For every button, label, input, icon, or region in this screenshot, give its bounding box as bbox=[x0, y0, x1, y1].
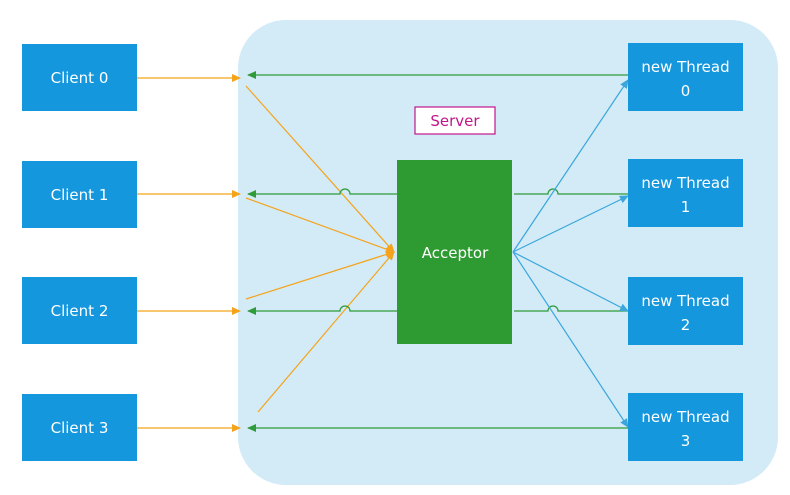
response-line-thread-2-right bbox=[514, 305, 628, 312]
acceptor-inbound-lines bbox=[245, 85, 395, 413]
inbound-line-client-0 bbox=[245, 85, 395, 253]
dispatch-arrow-thread-2 bbox=[512, 251, 629, 312]
client-node-1: Client 1 bbox=[22, 161, 137, 228]
thread-label-3-line1: new Thread bbox=[641, 408, 729, 426]
thread-node-3: new Thread 3 bbox=[628, 393, 743, 461]
response-arrow-thread-2-left bbox=[247, 305, 397, 315]
thread-node-2: new Thread 2 bbox=[628, 277, 743, 345]
thread-label-1-line2: 1 bbox=[681, 198, 691, 216]
dispatch-arrows bbox=[512, 79, 629, 428]
thread-label-2-line1: new Thread bbox=[641, 292, 729, 310]
client-label-0: Client 0 bbox=[51, 69, 109, 87]
acceptor-node: Acceptor bbox=[397, 160, 512, 344]
inbound-line-client-1 bbox=[245, 197, 395, 254]
thread-label-2-line2: 2 bbox=[681, 316, 691, 334]
inbound-line-client-2 bbox=[245, 250, 395, 300]
response-arrow-thread-1-left bbox=[247, 188, 397, 198]
client-label-1: Client 1 bbox=[51, 186, 109, 204]
thread-label-3-line2: 3 bbox=[681, 432, 691, 450]
response-line-thread-1-right bbox=[514, 188, 628, 195]
client-label-3: Client 3 bbox=[51, 419, 109, 437]
client-node-3: Client 3 bbox=[22, 394, 137, 461]
client-node-2: Client 2 bbox=[22, 277, 137, 344]
dispatch-arrow-thread-0 bbox=[512, 79, 629, 253]
thread-node-0: new Thread 0 bbox=[628, 43, 743, 111]
client-request-arrows bbox=[137, 74, 241, 432]
thread-label-0-line2: 0 bbox=[681, 82, 691, 100]
response-arrows bbox=[247, 71, 628, 432]
dispatch-arrow-thread-3 bbox=[512, 251, 629, 428]
client-label-2: Client 2 bbox=[51, 302, 109, 320]
client-node-0: Client 0 bbox=[22, 44, 137, 111]
server-label: Server bbox=[430, 112, 480, 130]
acceptor-label: Acceptor bbox=[422, 244, 489, 262]
thread-label-0-line1: new Thread bbox=[641, 58, 729, 76]
inbound-line-client-3 bbox=[257, 251, 395, 413]
thread-node-1: new Thread 1 bbox=[628, 159, 743, 227]
thread-label-1-line1: new Thread bbox=[641, 174, 729, 192]
server-label-box: Server bbox=[414, 106, 496, 135]
dispatch-arrow-thread-1 bbox=[512, 195, 629, 253]
